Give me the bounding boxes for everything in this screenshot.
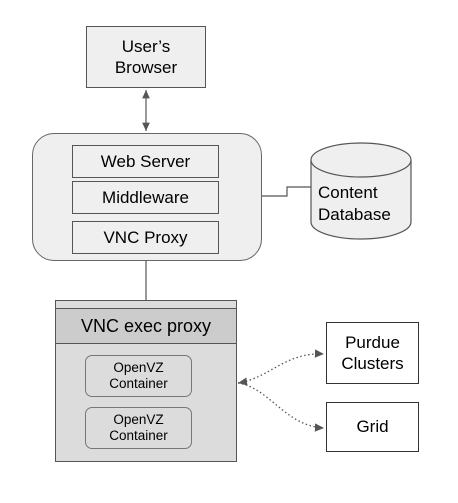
web-server-node: Web Server [72,145,219,178]
openvz-container-node-1: OpenVZ Container [85,355,192,397]
users-browser-label: User’s Browser [114,37,178,77]
middleware-node: Middleware [72,181,219,214]
vnc-proxy-label: VNC Proxy [103,227,188,247]
vnc-exec-proxy-node: VNC exec proxy [55,308,237,344]
edge-exec-purdue [237,349,325,386]
openvz-container-label-1: OpenVZ Container [109,360,168,391]
openvz-container-node-2: OpenVZ Container [85,407,192,449]
vnc-proxy-node: VNC Proxy [72,221,219,254]
purdue-clusters-label: Purdue Clusters [341,333,404,373]
vnc-exec-proxy-label: VNC exec proxy [80,315,212,336]
grid-node: Grid [326,402,419,452]
grid-label: Grid [356,417,389,436]
web-server-label: Web Server [100,151,191,171]
middleware-label: Middleware [102,187,189,207]
openvz-container-label-2: OpenVZ Container [109,412,168,443]
users-browser-node: User’s Browser [86,26,206,88]
edge-middleware-database [262,186,312,197]
purdue-clusters-node: Purdue Clusters [326,322,419,384]
edge-exec-grid [237,382,325,432]
content-database-label: Content Database [318,183,391,224]
content-database-cylinder [310,142,412,240]
